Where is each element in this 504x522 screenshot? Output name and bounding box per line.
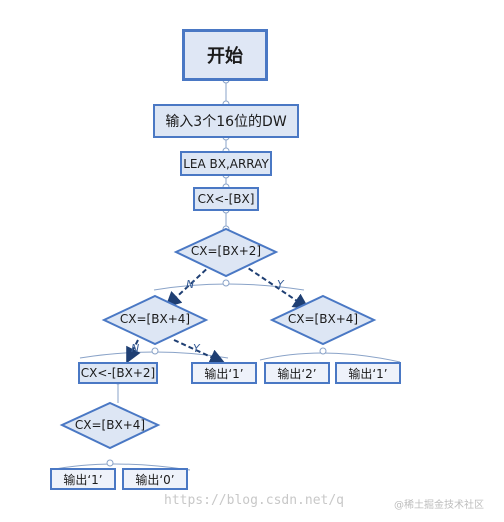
output-1-b-node: 输出‘1’: [335, 362, 401, 384]
lea-node: LEA BX,ARRAY: [180, 151, 272, 176]
output-2-node: 输出‘2’: [264, 362, 330, 384]
output-0-label: 输出‘0’: [135, 472, 175, 487]
input-node: 输入3个16位的DW: [153, 104, 299, 138]
load-cx-node: CX<-[BX]: [193, 187, 259, 211]
decision-bx4-left-label: CX=[BX+4]: [119, 312, 191, 326]
output-0-node: 输出‘0’: [122, 468, 188, 490]
watermark-brand: @稀土掘金技术社区: [394, 500, 484, 511]
load-cx-bx2-node: CX<-[BX+2]: [78, 362, 158, 384]
input-label: 输入3个16位的DW: [165, 114, 287, 130]
edge-label-n2: N: [131, 342, 140, 355]
watermark-url: https://blog.csdn.net/q: [164, 493, 345, 508]
decision-bx4-bottom-label: CX=[BX+4]: [74, 418, 146, 432]
load-cx-label: CX<-[BX]: [197, 192, 255, 206]
decision-bx2-label: CX=[BX+2]: [190, 244, 262, 258]
output-1-c-label: 输出‘1’: [63, 472, 103, 487]
load-cx-bx2-label: CX<-[BX+2]: [80, 366, 156, 380]
edge-label-y2: Y: [193, 342, 200, 355]
output-1-a-node: 输出‘1’: [191, 362, 257, 384]
edge-label-n1: N: [186, 278, 195, 291]
decision-bx4-right-label: CX=[BX+4]: [287, 312, 359, 326]
output-2-label: 输出‘2’: [277, 366, 317, 381]
output-1-a-label: 输出‘1’: [204, 366, 244, 381]
edge-label-y1: Y: [277, 278, 284, 291]
start-label: 开始: [207, 46, 243, 67]
lea-label: LEA BX,ARRAY: [183, 156, 269, 171]
output-1-b-label: 输出‘1’: [348, 366, 388, 381]
output-1-c-node: 输出‘1’: [50, 468, 116, 490]
start-node: 开始: [182, 29, 268, 81]
